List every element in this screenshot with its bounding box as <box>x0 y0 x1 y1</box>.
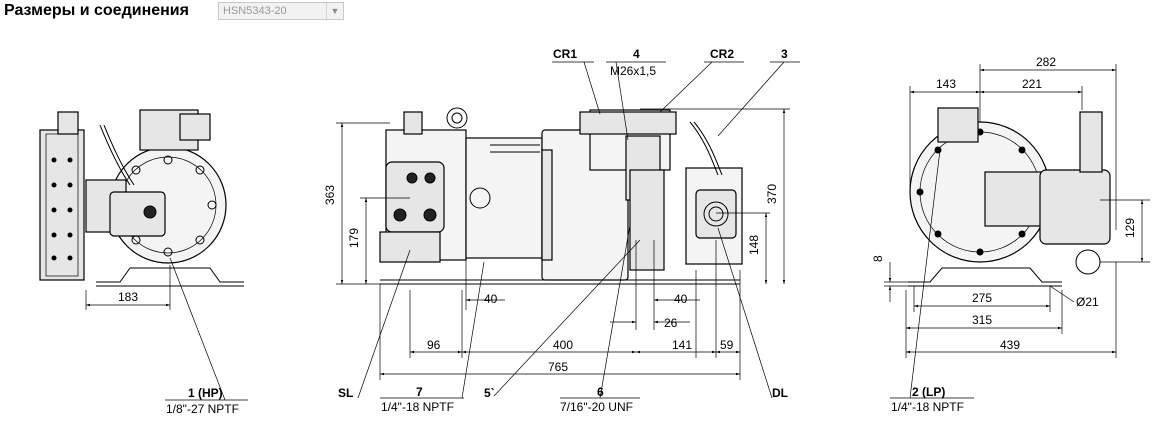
dim-400: 400 <box>553 338 573 352</box>
dim-183: 183 <box>118 290 138 304</box>
dim-275: 275 <box>972 291 992 305</box>
dim-40b: 40 <box>674 292 688 306</box>
label-2-lp: 2 (LP) <box>912 385 945 399</box>
dim-26: 26 <box>664 316 678 330</box>
dim-40a: 40 <box>484 292 498 306</box>
label-sl: SL <box>338 386 353 400</box>
spec-2-lp: 1/4"-18 NPTF <box>891 400 964 414</box>
dim-8: 8 <box>871 255 885 262</box>
label-3: 3 <box>781 47 788 61</box>
dim-282: 282 <box>1036 55 1056 69</box>
dim-143: 143 <box>936 77 956 91</box>
dim-179: 179 <box>347 228 361 248</box>
dim-221: 221 <box>1022 77 1042 91</box>
label-5: 5` <box>484 386 495 400</box>
label-4: 4 <box>633 47 640 61</box>
dim-141: 141 <box>672 338 692 352</box>
dim-363: 363 <box>323 185 337 205</box>
dim-765: 765 <box>548 360 568 374</box>
spec-4: M26x1,5 <box>610 64 656 78</box>
label-dl: DL <box>772 386 788 400</box>
model-select-value: HSN5343-20 <box>223 5 287 17</box>
label-6: 6 <box>597 385 604 399</box>
label-cr2: CR2 <box>710 47 734 61</box>
label-cr1: CR1 <box>553 47 577 61</box>
front-view: 363 179 370 148 40 40 26 96 400 141 <box>323 47 800 414</box>
model-select[interactable]: HSN5343-20 ▼ <box>218 2 344 20</box>
spec-6: 7/16"-20 UNF <box>560 400 633 414</box>
side-view: 282 143 221 129 8 275 Ø21 315 439 <box>871 55 1150 414</box>
page-title: Размеры и соединения <box>4 2 189 19</box>
spec-1-hp: 1/8"-27 NPTF <box>166 402 239 416</box>
label-1-hp: 1 (HP) <box>188 386 223 400</box>
label-7: 7 <box>416 385 423 399</box>
dim-439: 439 <box>1000 338 1020 352</box>
chevron-down-icon[interactable]: ▼ <box>326 3 343 19</box>
dim-129: 129 <box>1123 218 1137 238</box>
dim-96: 96 <box>427 338 441 352</box>
dim-59: 59 <box>720 338 734 352</box>
dim-148: 148 <box>747 235 761 255</box>
left-view: 183 1 (HP) 1/8"-27 NPTF <box>39 109 248 416</box>
dim-315: 315 <box>972 313 992 327</box>
spec-7: 1/4"-18 NPTF <box>381 400 454 414</box>
dim-phi21: Ø21 <box>1076 295 1099 309</box>
dim-370: 370 <box>765 184 779 204</box>
